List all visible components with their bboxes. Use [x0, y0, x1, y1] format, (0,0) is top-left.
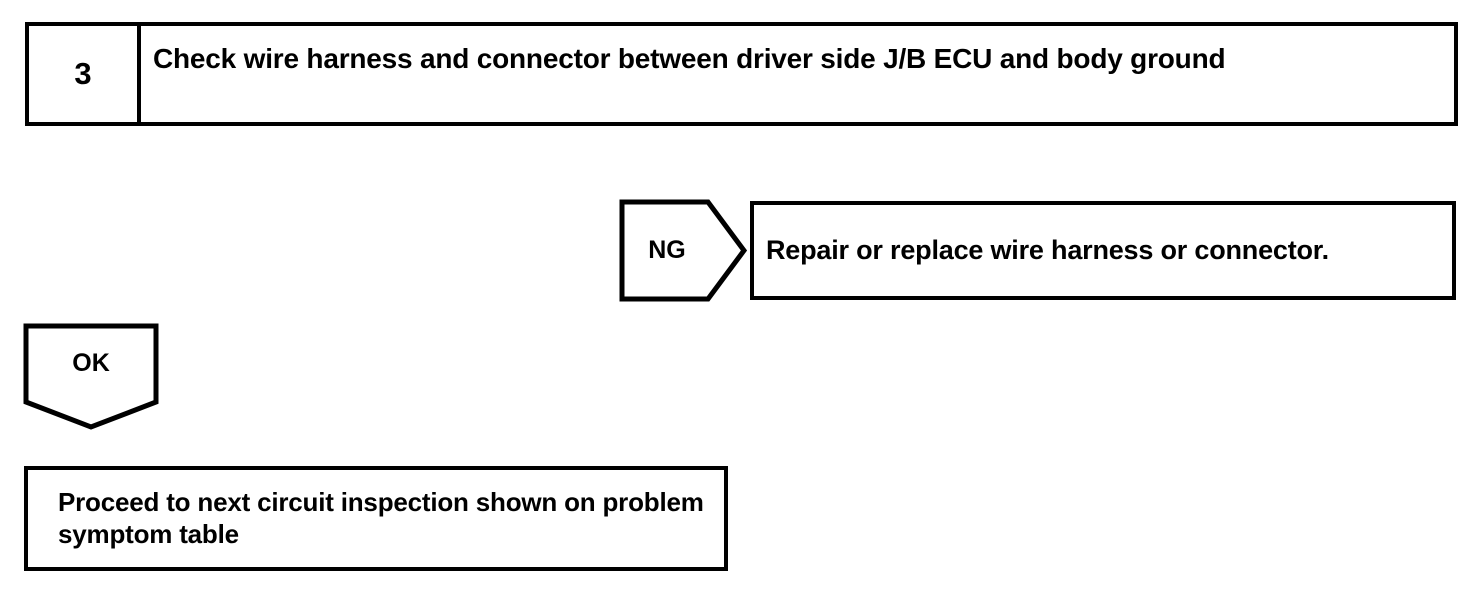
- step-3-box: 3 Check wire harness and connector betwe…: [25, 22, 1458, 126]
- ng-result-box: Repair or replace wire harness or connec…: [750, 201, 1456, 300]
- step-number: 3: [74, 56, 92, 91]
- ng-result-text: Repair or replace wire harness or connec…: [766, 234, 1329, 265]
- ok-result-text: Proceed to next circuit inspection shown…: [58, 487, 704, 549]
- ng-pentagon-arrow-icon: [619, 199, 747, 302]
- step-instruction-cell: Check wire harness and connector between…: [141, 26, 1454, 122]
- ok-pentagon-arrow-icon: [23, 323, 159, 430]
- step-instruction-text: Check wire harness and connector between…: [153, 43, 1226, 74]
- step-number-cell: 3: [29, 26, 141, 122]
- ok-result-box: Proceed to next circuit inspection shown…: [24, 466, 728, 571]
